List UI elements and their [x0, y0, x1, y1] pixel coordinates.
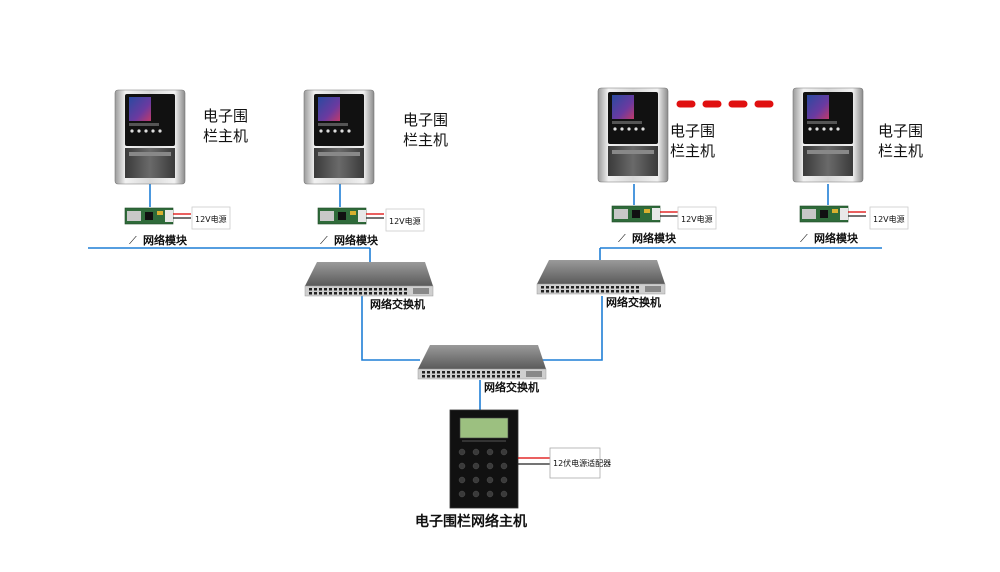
switch-label: 网络交换机 [484, 380, 539, 394]
ethernet-icon: ⟋ [320, 234, 328, 247]
network-module-label: 网络模块 [814, 231, 859, 245]
network-module-label: 网络模块 [143, 233, 188, 247]
fence-host-1: 电子围 栏主机 [114, 89, 248, 185]
power-box [677, 206, 717, 230]
adapter-box [549, 447, 601, 479]
switch-label: 网络交换机 [370, 297, 425, 311]
fence-host-3: 电子围 栏主机 [597, 87, 715, 183]
ethernet-icon: ⟋ [129, 234, 137, 247]
network-switch-core: 网络交换机 [417, 344, 547, 394]
network-module-3: 12V电源 ⟋ 网络模块 [611, 205, 717, 245]
network-host-label: 电子围栏网络主机 [415, 513, 527, 530]
power-label: 12V电源 [389, 216, 421, 226]
fence-host-label: 电子围 [203, 107, 248, 125]
power-box [385, 208, 425, 232]
network-module-2: 12V电源 ⟋ 网络模块 [317, 207, 425, 247]
fence-host-label: 电子围 [403, 111, 448, 129]
power-label: 12V电源 [681, 214, 713, 224]
fence-host-label: 电子围 [878, 122, 923, 140]
fence-host-label: 栏主机 [878, 142, 923, 160]
fence-host-label: 栏主机 [203, 127, 248, 145]
network-module-label: 网络模块 [632, 231, 677, 245]
network-switch-right: 网络交换机 [536, 259, 666, 309]
network-module-1: 12V电源 ⟋ 网络模块 [124, 206, 231, 247]
power-box [191, 206, 231, 230]
power-label: 12V电源 [195, 214, 227, 224]
fence-host-4: 电子围 栏主机 [792, 87, 923, 183]
fence-host-2: 电子围 栏主机 [303, 89, 448, 185]
power-box [869, 206, 909, 230]
network-lines [88, 184, 882, 410]
ethernet-icon: ⟋ [618, 232, 626, 245]
network-switch-left: 网络交换机 [304, 261, 434, 311]
network-module-4: 12V电源 ⟋ 网络模块 [799, 205, 909, 245]
power-label: 12V电源 [873, 214, 905, 224]
adapter-label: 12伏电源适配器 [553, 458, 611, 468]
right-switch-to-core [542, 296, 603, 361]
fence-host-label: 栏主机 [403, 131, 448, 149]
fence-host-label: 栏主机 [670, 142, 715, 160]
fence-host-label: 电子围 [670, 122, 715, 140]
left-switch-to-core [361, 296, 420, 361]
network-host: 12伏电源适配器 电子围栏网络主机 [415, 409, 611, 530]
ethernet-icon: ⟋ [800, 232, 808, 245]
network-module-label: 网络模块 [334, 233, 379, 247]
switch-label: 网络交换机 [606, 295, 661, 309]
